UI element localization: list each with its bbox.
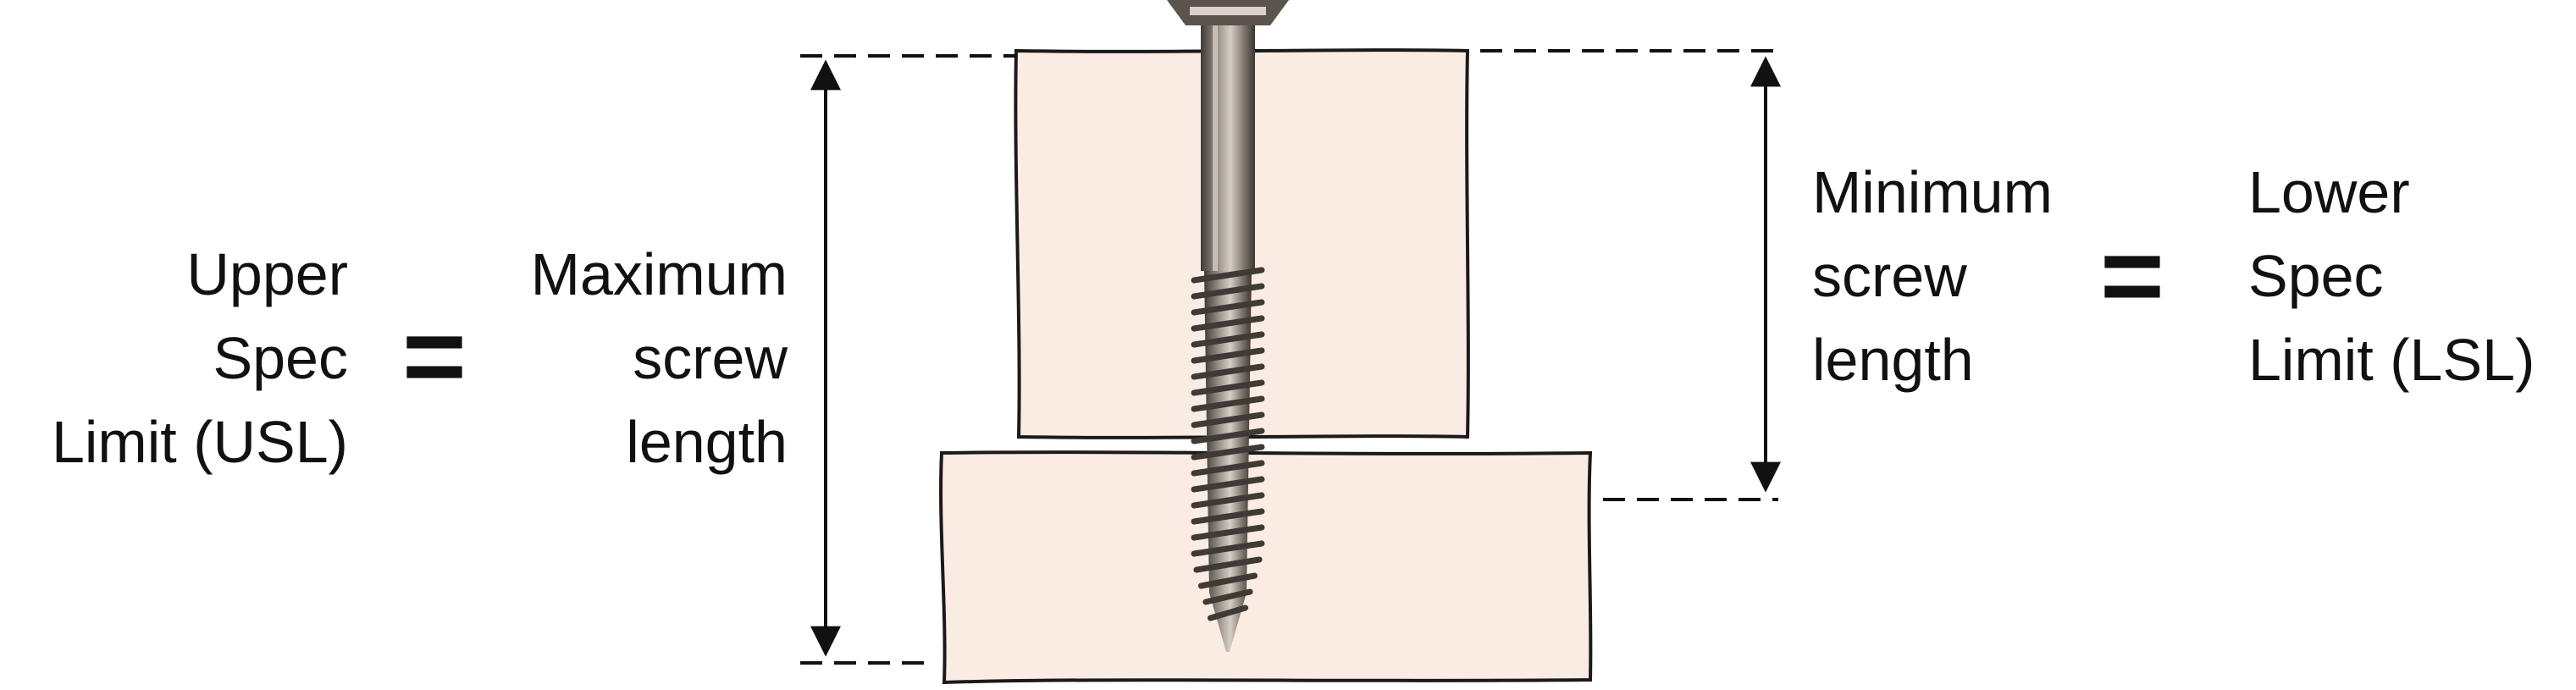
screw-thread [1191, 508, 1265, 525]
right-equals-sign: = [2100, 213, 2164, 337]
screw-thread [1191, 492, 1265, 509]
screw-thread [1191, 540, 1265, 557]
min-screw-length-label: Minimum screw length [1812, 159, 2053, 393]
screw-thread [1191, 267, 1265, 284]
screw-thread [1207, 604, 1249, 621]
screw-thread [1202, 588, 1253, 605]
lower-board [939, 450, 1593, 685]
screw-thread [1191, 331, 1265, 348]
lsl-label: Lower Spec Limit (LSL) [2248, 159, 2535, 393]
left-equals-sign: = [402, 294, 467, 417]
screw-thread [1191, 283, 1265, 300]
max-screw-length-label: Maximum screw length [530, 241, 788, 475]
screw-thread [1191, 363, 1265, 380]
screw-thread [1191, 315, 1265, 332]
screw-thread [1191, 395, 1265, 412]
screw-thread [1191, 444, 1265, 461]
screw-thread [1191, 411, 1265, 428]
screw-thread [1197, 572, 1258, 589]
screw-thread [1191, 460, 1265, 477]
screw-thread [1191, 476, 1265, 493]
screw-thread [1191, 524, 1265, 541]
screw [1167, 0, 1289, 652]
screw-thread [1191, 347, 1265, 364]
screw-thread [1193, 556, 1263, 573]
usl-label: Upper Spec Limit (USL) [51, 241, 348, 475]
screw-thread [1191, 379, 1265, 396]
screw-thread [1191, 428, 1265, 444]
screw-thread [1191, 299, 1265, 316]
